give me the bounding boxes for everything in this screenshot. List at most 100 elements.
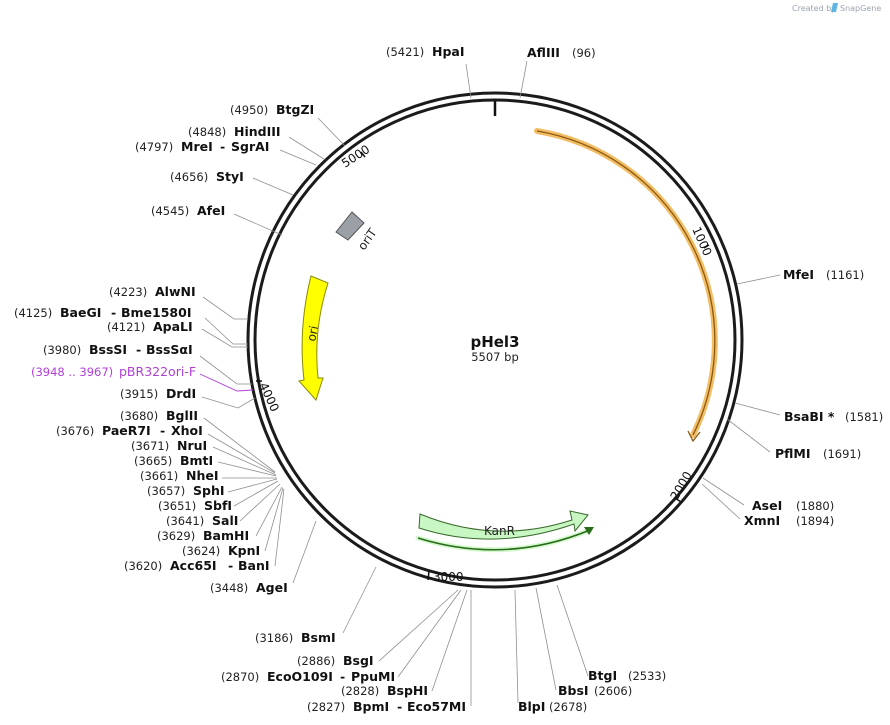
tick-label-4000: 4000: [256, 380, 282, 414]
site-nrui: (3671) NruI: [131, 438, 207, 453]
site-acc65i-bani: (3620) Acc65I - BanI: [124, 558, 270, 573]
site-btgi: BtgI (2533): [588, 668, 666, 683]
tick-2000: 2000: [667, 469, 695, 503]
site-label-text: XmnI: [744, 513, 780, 528]
site-label-text: (2828): [341, 684, 379, 698]
credit-prefix: Created by: [792, 4, 836, 13]
tick-3000: 3000: [427, 570, 464, 584]
site-label-text: BtgI: [588, 668, 617, 683]
site-label-text: AfeI: [197, 203, 225, 218]
site-label-text: PpuMI: [351, 669, 395, 684]
site-label-text: (3186): [255, 631, 293, 645]
site-paer7i-xhoi: (3676) PaeR7I - XhoI: [56, 423, 203, 438]
site-label-text: BaeGI: [60, 305, 101, 320]
site-label-text: AseI: [752, 498, 782, 513]
orit-label: oriT: [355, 225, 380, 252]
site-label-text: BssSαI: [146, 342, 193, 357]
site-label-text: (4121): [107, 320, 145, 334]
site-label-text: (4223): [109, 285, 147, 299]
kanr-label: KanR: [484, 524, 515, 538]
site-label-text: (2533): [628, 669, 666, 683]
site-mfei: MfeI (1161): [783, 267, 864, 282]
site-label-text: -: [111, 305, 116, 320]
site-label-text: BspHI: [387, 683, 428, 698]
site-label-text: BsaBI *: [784, 409, 835, 424]
site-label-text: (1880): [796, 499, 834, 513]
site-label-text: BbsI: [558, 683, 589, 698]
site-label-text: HindIII: [234, 124, 281, 139]
site-bsssi-bsssai: (3980) BssSI - BssSαI: [43, 342, 193, 357]
site-label-text: (3915): [120, 387, 158, 401]
site-label-text: (4797): [135, 140, 173, 154]
site-alwni: (4223) AlwNI: [109, 284, 196, 299]
site-label-text: -: [340, 669, 345, 684]
site-label-text: (3651): [158, 499, 196, 513]
site-label-text: BsgI: [343, 653, 374, 668]
site-label-text: SbfI: [204, 498, 232, 513]
site-bpmi-eco57mi: (2827) BpmI - Eco57MI: [307, 699, 466, 714]
site-sphi: (3657) SphI: [147, 483, 225, 498]
site-xmni: XmnI (1894): [744, 513, 834, 528]
site-label-text: SphI: [193, 483, 225, 498]
backbone: [246, 91, 744, 589]
site-btgzi: (4950) BtgZI: [230, 102, 314, 117]
site-label-text: StyI: [216, 169, 244, 184]
site-label-text: XhoI: [171, 423, 203, 438]
site-asei: AseI (1880): [752, 498, 834, 513]
site-label-text: (3680): [120, 409, 158, 423]
orit-feature: oriT: [335, 211, 380, 253]
site-label-text: Acc65I: [170, 558, 217, 573]
site-label-text: (4545): [151, 204, 189, 218]
site-label-text: (4656): [170, 170, 208, 184]
site-label-text: -: [228, 558, 233, 573]
tick-4000: 4000: [256, 380, 282, 414]
site-label-text: Eco57MI: [407, 699, 466, 714]
site-label-text: (3657): [147, 484, 185, 498]
site-label-text: -: [397, 699, 402, 714]
site-label-text: (3629): [157, 529, 195, 543]
site-label-text: KpnI: [228, 543, 260, 558]
site-drdi: (3915) DrdI: [120, 386, 196, 401]
site-bglii: (3680) BglII: [120, 408, 198, 423]
site-bbsi: BbsI (2606): [558, 683, 632, 698]
site-hindiii: (4848) HindIII: [188, 124, 281, 139]
site-bsabi: BsaBI * (1581): [784, 409, 883, 424]
site-label-text: BlpI: [518, 699, 545, 714]
site-label-text: DrdI: [166, 386, 196, 401]
site-hpai: (5421) HpaI: [386, 44, 465, 59]
site-mrei-sgrai: (4797) MreI - SgrAI: [135, 139, 269, 154]
site-label-text: NruI: [177, 438, 207, 453]
site-label-text: (3665): [134, 454, 172, 468]
site-label-text: BssSI: [89, 342, 127, 357]
site-label-text: (4848): [188, 125, 226, 139]
site-label-text: pBR322ori-F: [119, 364, 196, 379]
site-label-text: (2870): [221, 670, 259, 684]
ori-label: ori: [304, 324, 321, 342]
site-label-text: (1161): [826, 268, 864, 282]
site-label-text: (2827): [307, 700, 345, 714]
site-label-text: (3676): [56, 424, 94, 438]
site-label-text: (4950): [230, 103, 268, 117]
site-label-text: MfeI: [783, 267, 814, 282]
site-bsmi: (3186) BsmI: [255, 630, 336, 645]
site-label-text: HpaI: [432, 44, 465, 59]
site-label-text: AflIII: [527, 45, 560, 60]
site-label-text: SgrAI: [231, 139, 269, 154]
site-label-text: (1691): [823, 447, 861, 461]
site-label-text: (2886): [297, 654, 335, 668]
site-label-text: (4125): [14, 306, 52, 320]
site-label-text: BmtI: [180, 453, 213, 468]
site-label-text: BamHI: [203, 528, 249, 543]
site-label-text: SalI: [212, 513, 238, 528]
site-label-text: (3980): [43, 343, 81, 357]
snapgene-logo-icon: [831, 3, 838, 12]
plasmid-size: 5507 bp: [471, 350, 519, 364]
site-bmti: (3665) BmtI: [134, 453, 213, 468]
leader-lines: [199, 60, 781, 706]
site-label-text: (3661): [140, 469, 178, 483]
site-apali: (4121) ApaLI: [107, 319, 193, 334]
site-bamhi: (3629) BamHI: [157, 528, 249, 543]
tick-label-3000: 3000: [433, 570, 464, 584]
site-baegi-bme1580i: (4125) BaeGI - Bme1580I: [14, 305, 191, 320]
